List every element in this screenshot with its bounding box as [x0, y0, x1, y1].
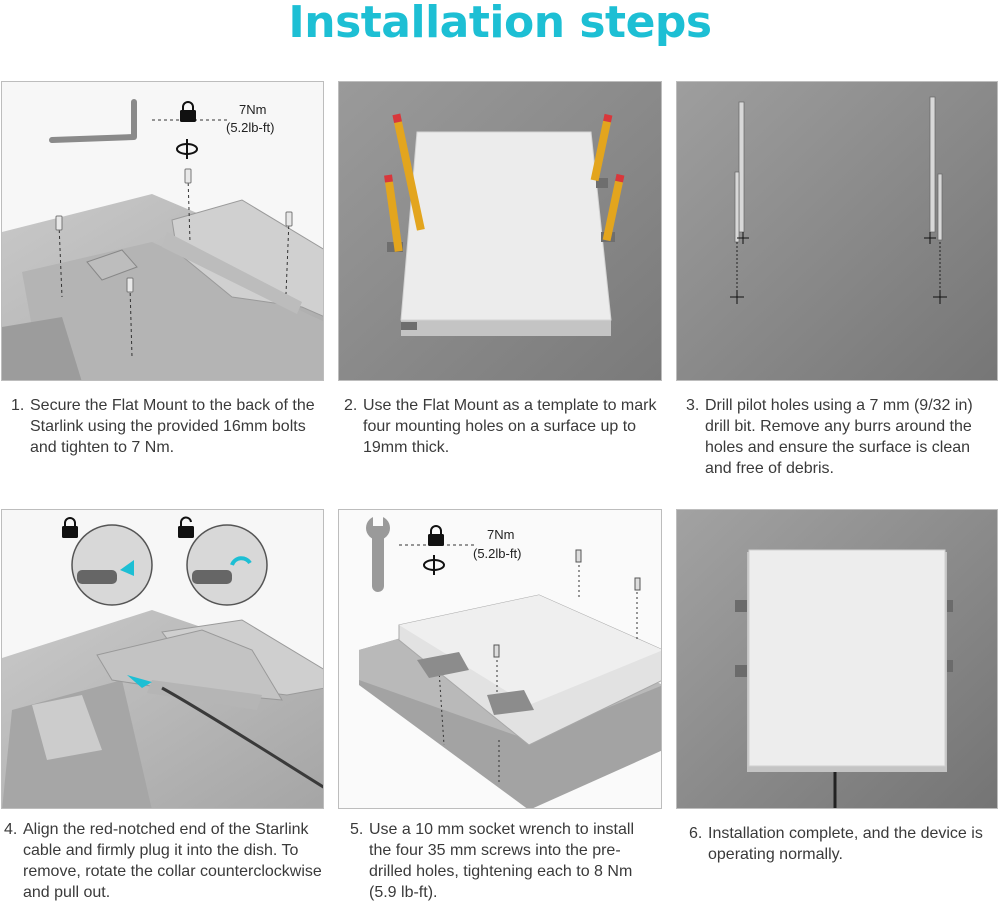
- lock-icon: [62, 517, 78, 538]
- step-2-illustration: [338, 81, 662, 381]
- wrench-icon: [366, 514, 390, 592]
- lock-icon: [180, 101, 196, 122]
- step-5-illustration: 7Nm (5.2lb-ft): [338, 509, 662, 809]
- unlock-icon: [178, 516, 194, 538]
- step-6-caption: 6.Installation complete, and the device …: [689, 825, 983, 863]
- crosshair-icon: [730, 232, 947, 304]
- rotate-icon: [423, 555, 445, 575]
- step-4-illustration: [1, 509, 324, 809]
- rotate-icon: [176, 139, 198, 159]
- step-1-illustration: 7Nm (5.2lb-ft): [1, 81, 324, 381]
- step-5-torque-alt: (5.2lb-ft): [473, 546, 522, 561]
- page-title: Installation steps: [288, 0, 712, 48]
- lock-icon: [428, 525, 444, 546]
- step-3-illustration: [676, 81, 998, 381]
- step-6-illustration: [676, 509, 998, 809]
- pencil-icon: [384, 113, 625, 252]
- step-1-caption: 1.Secure the Flat Mount to the back of t…: [11, 397, 315, 456]
- step-2-caption: 2.Use the Flat Mount as a template to ma…: [344, 397, 657, 456]
- step-1-torque: 7Nm: [239, 102, 267, 117]
- step-4-caption: 4.Align the red-notched end of the Starl…: [4, 821, 322, 901]
- hex-key-icon: [49, 99, 137, 143]
- step-5-caption: 5.Use a 10 mm socket wrench to install t…: [350, 821, 634, 901]
- step-5-torque: 7Nm: [487, 527, 515, 542]
- step-3-caption: 3.Drill pilot holes using a 7 mm (9/32 i…: [686, 397, 973, 477]
- step-1-torque-alt: (5.2lb-ft): [226, 120, 275, 135]
